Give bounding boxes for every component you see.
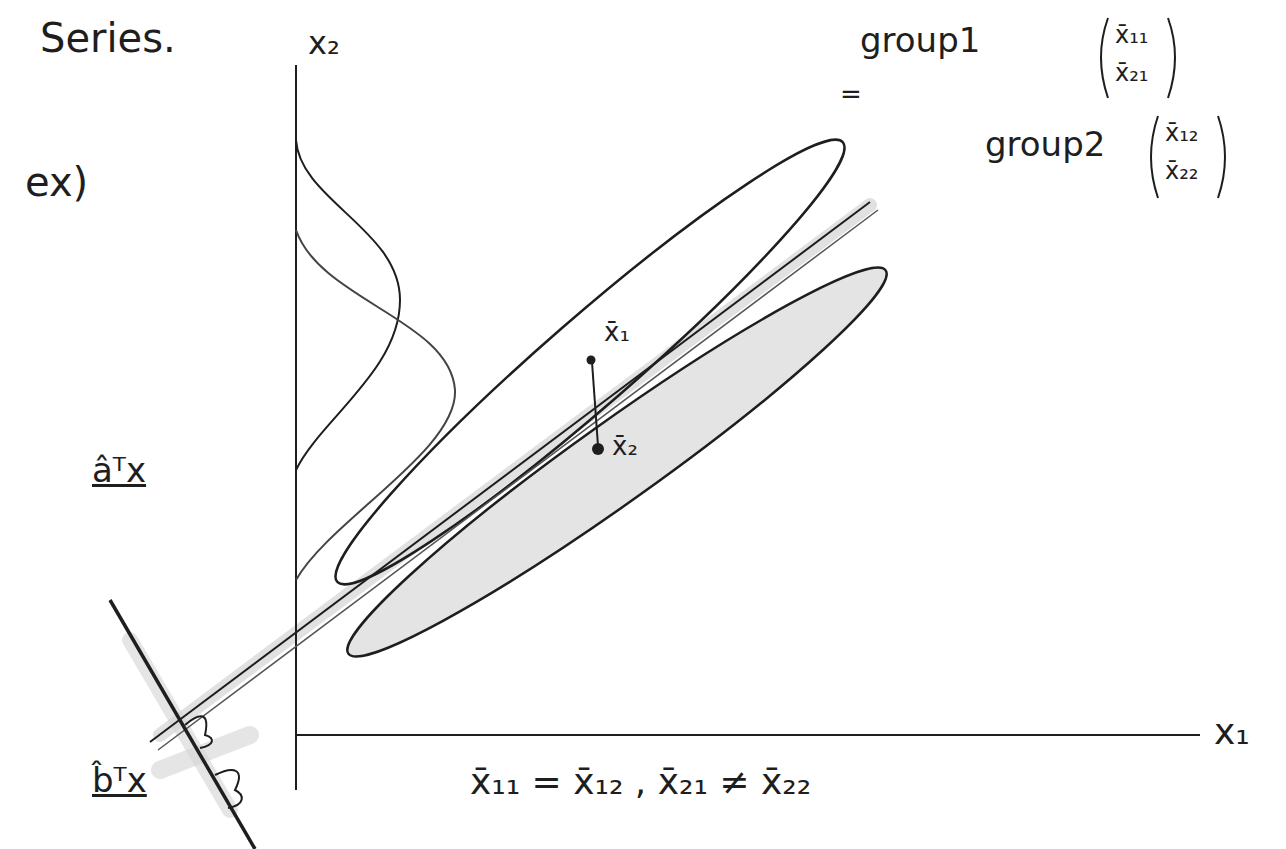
- axis-label: x₂: [308, 26, 340, 61]
- group-label: group1: [860, 22, 980, 59]
- projection-line: [158, 210, 878, 750]
- mean-component: x̄₂₂: [1165, 158, 1198, 184]
- mean-component: x̄₂₁: [1115, 60, 1148, 86]
- axis-label: x₁: [1214, 712, 1250, 752]
- mean-point: [587, 356, 596, 365]
- projection-axis: [110, 600, 255, 849]
- x1-axis: [296, 734, 1200, 736]
- vector-bracket: [1101, 18, 1225, 198]
- projection-label: âᵀx: [92, 452, 146, 489]
- projection-label: b̂ᵀx: [92, 762, 147, 799]
- mean-component: x̄₁₂: [1165, 120, 1198, 146]
- density-curve: [296, 230, 455, 580]
- mean-equation: x̄₁₁ = x̄₁₂ , x̄₂₁ ≠ x̄₂₂: [470, 762, 811, 802]
- group1-ellipse: [308, 109, 871, 615]
- group-label: group2: [985, 126, 1105, 163]
- mean-difference: [592, 362, 598, 446]
- projected-density: [215, 770, 242, 808]
- mean-label: x̄₁: [604, 318, 630, 347]
- mean-label: x̄₂: [612, 432, 638, 461]
- mean-point: [592, 443, 604, 455]
- example-mark: ex): [25, 160, 88, 204]
- page-heading: Series.: [40, 16, 176, 60]
- parallel-mark: =: [840, 80, 862, 109]
- x2-axis: [295, 65, 297, 790]
- projected-density: [185, 716, 212, 748]
- projection-line: [150, 202, 870, 742]
- density-curve: [296, 140, 400, 470]
- mean-component: x̄₁₁: [1115, 22, 1148, 48]
